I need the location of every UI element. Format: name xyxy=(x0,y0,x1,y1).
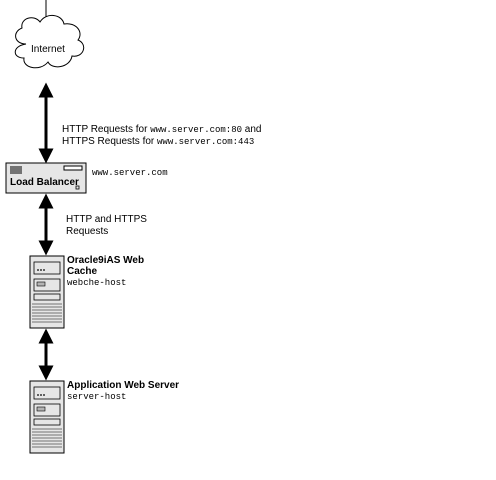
http-request-host: www.server.com:80 xyxy=(150,125,243,135)
web-cache-title-line1: Oracle9iAS Web xyxy=(67,255,145,266)
web-cache-hostname: webche-host xyxy=(67,278,127,288)
app-server-hostname: server-host xyxy=(67,392,127,402)
http-request-prefix: HTTP Requests for xyxy=(62,124,151,135)
load-balancer-hostname: www.server.com xyxy=(92,168,168,178)
lb-link-label-line2: Requests xyxy=(66,226,109,237)
http-request-suffix: and xyxy=(242,124,262,135)
https-request-prefix: HTTPS Requests for xyxy=(62,136,158,147)
load-balancer-label: Load Balancer xyxy=(10,177,79,188)
lb-link-label-line1: HTTP and HTTPS xyxy=(66,214,147,225)
web-cache-title-line2: Cache xyxy=(67,266,98,277)
application-server-icon xyxy=(29,380,65,454)
web-cache-server-icon xyxy=(29,255,65,329)
load-balancer-device-icon xyxy=(5,162,87,194)
internet-link-label-line1: HTTP Requests for www.server.com:80 and xyxy=(62,124,261,136)
internet-label: Internet xyxy=(31,44,65,55)
https-request-host: www.server.com:443 xyxy=(157,137,255,147)
app-server-title: Application Web Server xyxy=(67,380,180,391)
internet-cloud-icon xyxy=(14,15,85,69)
internet-link-label-line2: HTTPS Requests for www.server.com:443 xyxy=(62,136,254,148)
